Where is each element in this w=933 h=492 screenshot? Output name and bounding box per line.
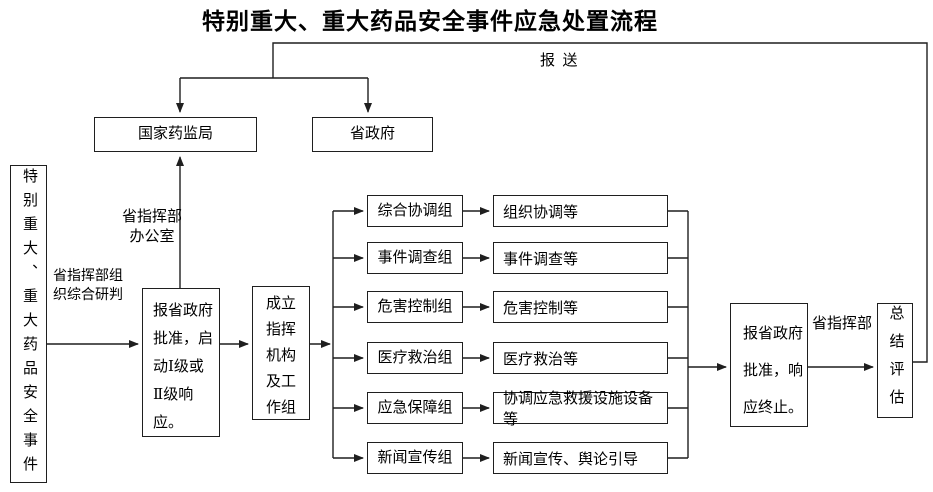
research-label: 省指挥部组 织综合研判 <box>53 269 123 303</box>
group-row: 综合协调组 组织协调等 <box>0 195 933 227</box>
report-feedback-line <box>272 42 928 363</box>
event-node: 特别重大、重大药品安全事件 <box>10 165 47 483</box>
duty-node: 组织协调等 <box>493 195 668 227</box>
end-response-node: 报省政府 批准，响 应终止。 <box>730 303 808 427</box>
duty-node: 新闻宣传、舆论引导 <box>493 442 668 474</box>
group-row: 医疗救治组 医疗救治等 <box>0 342 933 374</box>
group-node: 医疗救治组 <box>367 342 463 374</box>
report-label: 报 送 <box>540 53 578 69</box>
hq-label: 省指挥部 <box>811 316 872 332</box>
page-title: 特别重大、重大药品安全事件应急处置流程 <box>202 9 658 34</box>
group-node: 综合协调组 <box>367 195 463 227</box>
group-row: 新闻宣传组 新闻宣传、舆论引导 <box>0 442 933 474</box>
group-node: 新闻宣传组 <box>367 442 463 474</box>
group-row: 事件调查组 事件调查等 <box>0 242 933 274</box>
duty-node: 危害控制等 <box>493 291 668 323</box>
duty-node: 医疗救治等 <box>493 342 668 374</box>
group-row: 应急保障组 协调应急救援设施设备等 <box>0 391 933 428</box>
start-response-node: 报省政府 批准，启 动Ⅰ级或 Ⅱ级响 应。 <box>142 288 220 437</box>
summary-node: 总结评估 <box>877 303 913 418</box>
office-label: 省指挥部 办公室 <box>121 209 182 245</box>
duty-node: 事件调查等 <box>493 242 668 274</box>
group-node: 应急保障组 <box>367 392 463 424</box>
setup-command-node: 成立 指挥 机构 及工 作组 <box>252 286 310 420</box>
group-node: 危害控制组 <box>367 291 463 323</box>
nmpa-node: 国家药监局 <box>94 117 257 152</box>
group-row: 危害控制组 危害控制等 <box>0 291 933 323</box>
group-node: 事件调查组 <box>367 242 463 274</box>
duty-node: 协调应急救援设施设备等 <box>493 391 668 428</box>
provincial-gov-node: 省政府 <box>312 117 433 152</box>
